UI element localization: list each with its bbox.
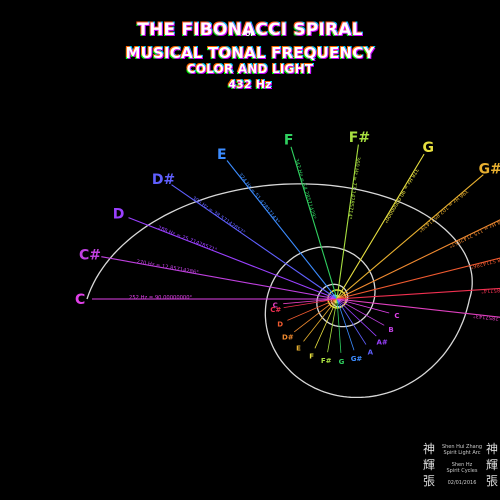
inner-ray bbox=[336, 298, 377, 337]
frequency-label: 324 Hz = 51.42857143° bbox=[237, 172, 281, 225]
signature-left-chars: 神 輝 張 bbox=[423, 441, 435, 489]
note-label: D bbox=[113, 207, 125, 223]
inner-ray bbox=[336, 298, 367, 345]
frequency-ray bbox=[290, 146, 338, 300]
inner-note-label: G bbox=[339, 358, 345, 366]
inner-ray bbox=[314, 298, 338, 349]
frequency-ray bbox=[101, 256, 338, 300]
signature-sub-line2: Spirit Cycles bbox=[446, 468, 478, 474]
note-label: F bbox=[284, 133, 294, 149]
frequency-label: 378 Hz = 90.00000000° bbox=[382, 167, 420, 224]
frequency-ray bbox=[336, 298, 500, 318]
frequency-rays-group bbox=[92, 144, 500, 318]
inner-note-label: C bbox=[394, 312, 399, 320]
signature-char-2-right: 輝 bbox=[486, 458, 499, 472]
signature-name-line1: Shen Hui Zhang bbox=[441, 444, 483, 450]
frequency-ray bbox=[171, 184, 338, 300]
signature-date: 02/01/2016 bbox=[447, 480, 477, 486]
frequency-ray bbox=[336, 174, 484, 300]
note-label: C# bbox=[79, 248, 101, 264]
inner-note-label: A# bbox=[376, 339, 387, 347]
inner-ray bbox=[293, 298, 338, 333]
inner-note-label: B bbox=[388, 326, 393, 334]
title-line-3: MUSICAL TONAL FREQUENCY bbox=[125, 44, 375, 62]
frequency-label: 450 Hz = 141.4285714° bbox=[481, 284, 500, 294]
inner-note-label: D bbox=[277, 321, 283, 329]
spiral-curve bbox=[86, 183, 473, 399]
note-label: D# bbox=[152, 172, 175, 188]
inner-ray bbox=[336, 298, 342, 353]
frequency-label: 252 Hz = 90.00000000° bbox=[129, 295, 192, 301]
frequency-label: 270 Hz = 12.85714286° bbox=[136, 259, 200, 276]
inner-ray bbox=[336, 298, 390, 314]
frequency-ray bbox=[336, 257, 500, 300]
signature-right-chars: 神 輝 張 bbox=[486, 441, 498, 489]
frequency-label: 414 Hz = 115.7142857° bbox=[447, 216, 500, 249]
frequency-ray bbox=[226, 160, 338, 300]
note-label: G# bbox=[479, 162, 500, 178]
frequency-label: 396 Hz = 102.8571429° bbox=[417, 188, 469, 234]
inner-note-label: C bbox=[273, 301, 278, 309]
frequency-label: 468 Hz = 154.2857143° bbox=[473, 312, 500, 325]
signature-char-1: 神 bbox=[423, 442, 436, 456]
frequency-ray bbox=[336, 144, 359, 300]
note-label: F# bbox=[349, 130, 370, 146]
inner-ray bbox=[283, 298, 338, 305]
inner-note-label: F# bbox=[321, 357, 332, 365]
signature-sub-line1: Shen Hz bbox=[451, 462, 473, 468]
frequency-ray bbox=[336, 153, 425, 300]
title-line-2: OF bbox=[245, 31, 255, 38]
inner-ray bbox=[287, 298, 338, 321]
inner-ray bbox=[327, 298, 338, 353]
inner-ray bbox=[303, 298, 338, 342]
inner-note-label: E bbox=[296, 345, 301, 353]
signature-text-block: Shen Hui Zhang Spirit Light Arc Shen Hz … bbox=[440, 444, 484, 486]
inner-note-label: A bbox=[368, 348, 374, 356]
note-label: C bbox=[75, 292, 85, 308]
note-labels-group: C 252 Hz = 90.00000000° C# 270 Hz = 12.8571… bbox=[75, 130, 500, 325]
title-line-5: 432 Hz bbox=[228, 78, 272, 91]
frequency-ray bbox=[336, 287, 500, 300]
frequency-label: 306 Hz = 38.57142857° bbox=[191, 195, 247, 236]
signature-name-line2: Spirit Light Arc bbox=[443, 450, 481, 456]
signature-char-2: 輝 bbox=[423, 458, 436, 472]
inner-note-label: D# bbox=[282, 334, 294, 342]
title-line-1: THE FIBONACCI SPIRAL bbox=[137, 20, 363, 40]
inner-note-label: C# bbox=[270, 306, 281, 314]
note-label: G bbox=[423, 140, 435, 156]
frequency-label: 432 Hz = 128.5714286° bbox=[469, 248, 500, 269]
signature-char-3: 張 bbox=[423, 474, 436, 488]
signature-char-3-right: 張 bbox=[486, 474, 499, 488]
frequency-label: 342 Hz = 64.28571429° bbox=[293, 158, 317, 220]
inner-note-label: G# bbox=[351, 355, 363, 363]
signature-char-1-right: 神 bbox=[486, 442, 499, 456]
inner-ray bbox=[283, 298, 338, 308]
inner-ray bbox=[336, 298, 355, 351]
frequency-label: 288 Hz = 25.71428571° bbox=[157, 225, 218, 254]
title-line-4: COLOR AND LIGHT bbox=[186, 62, 314, 76]
frequency-ray bbox=[336, 219, 500, 300]
inner-note-label: F bbox=[309, 353, 314, 361]
inner-ray bbox=[336, 298, 385, 326]
frequency-ray bbox=[128, 217, 338, 300]
note-label: E bbox=[217, 147, 227, 163]
spiral-curve-group bbox=[86, 183, 473, 399]
